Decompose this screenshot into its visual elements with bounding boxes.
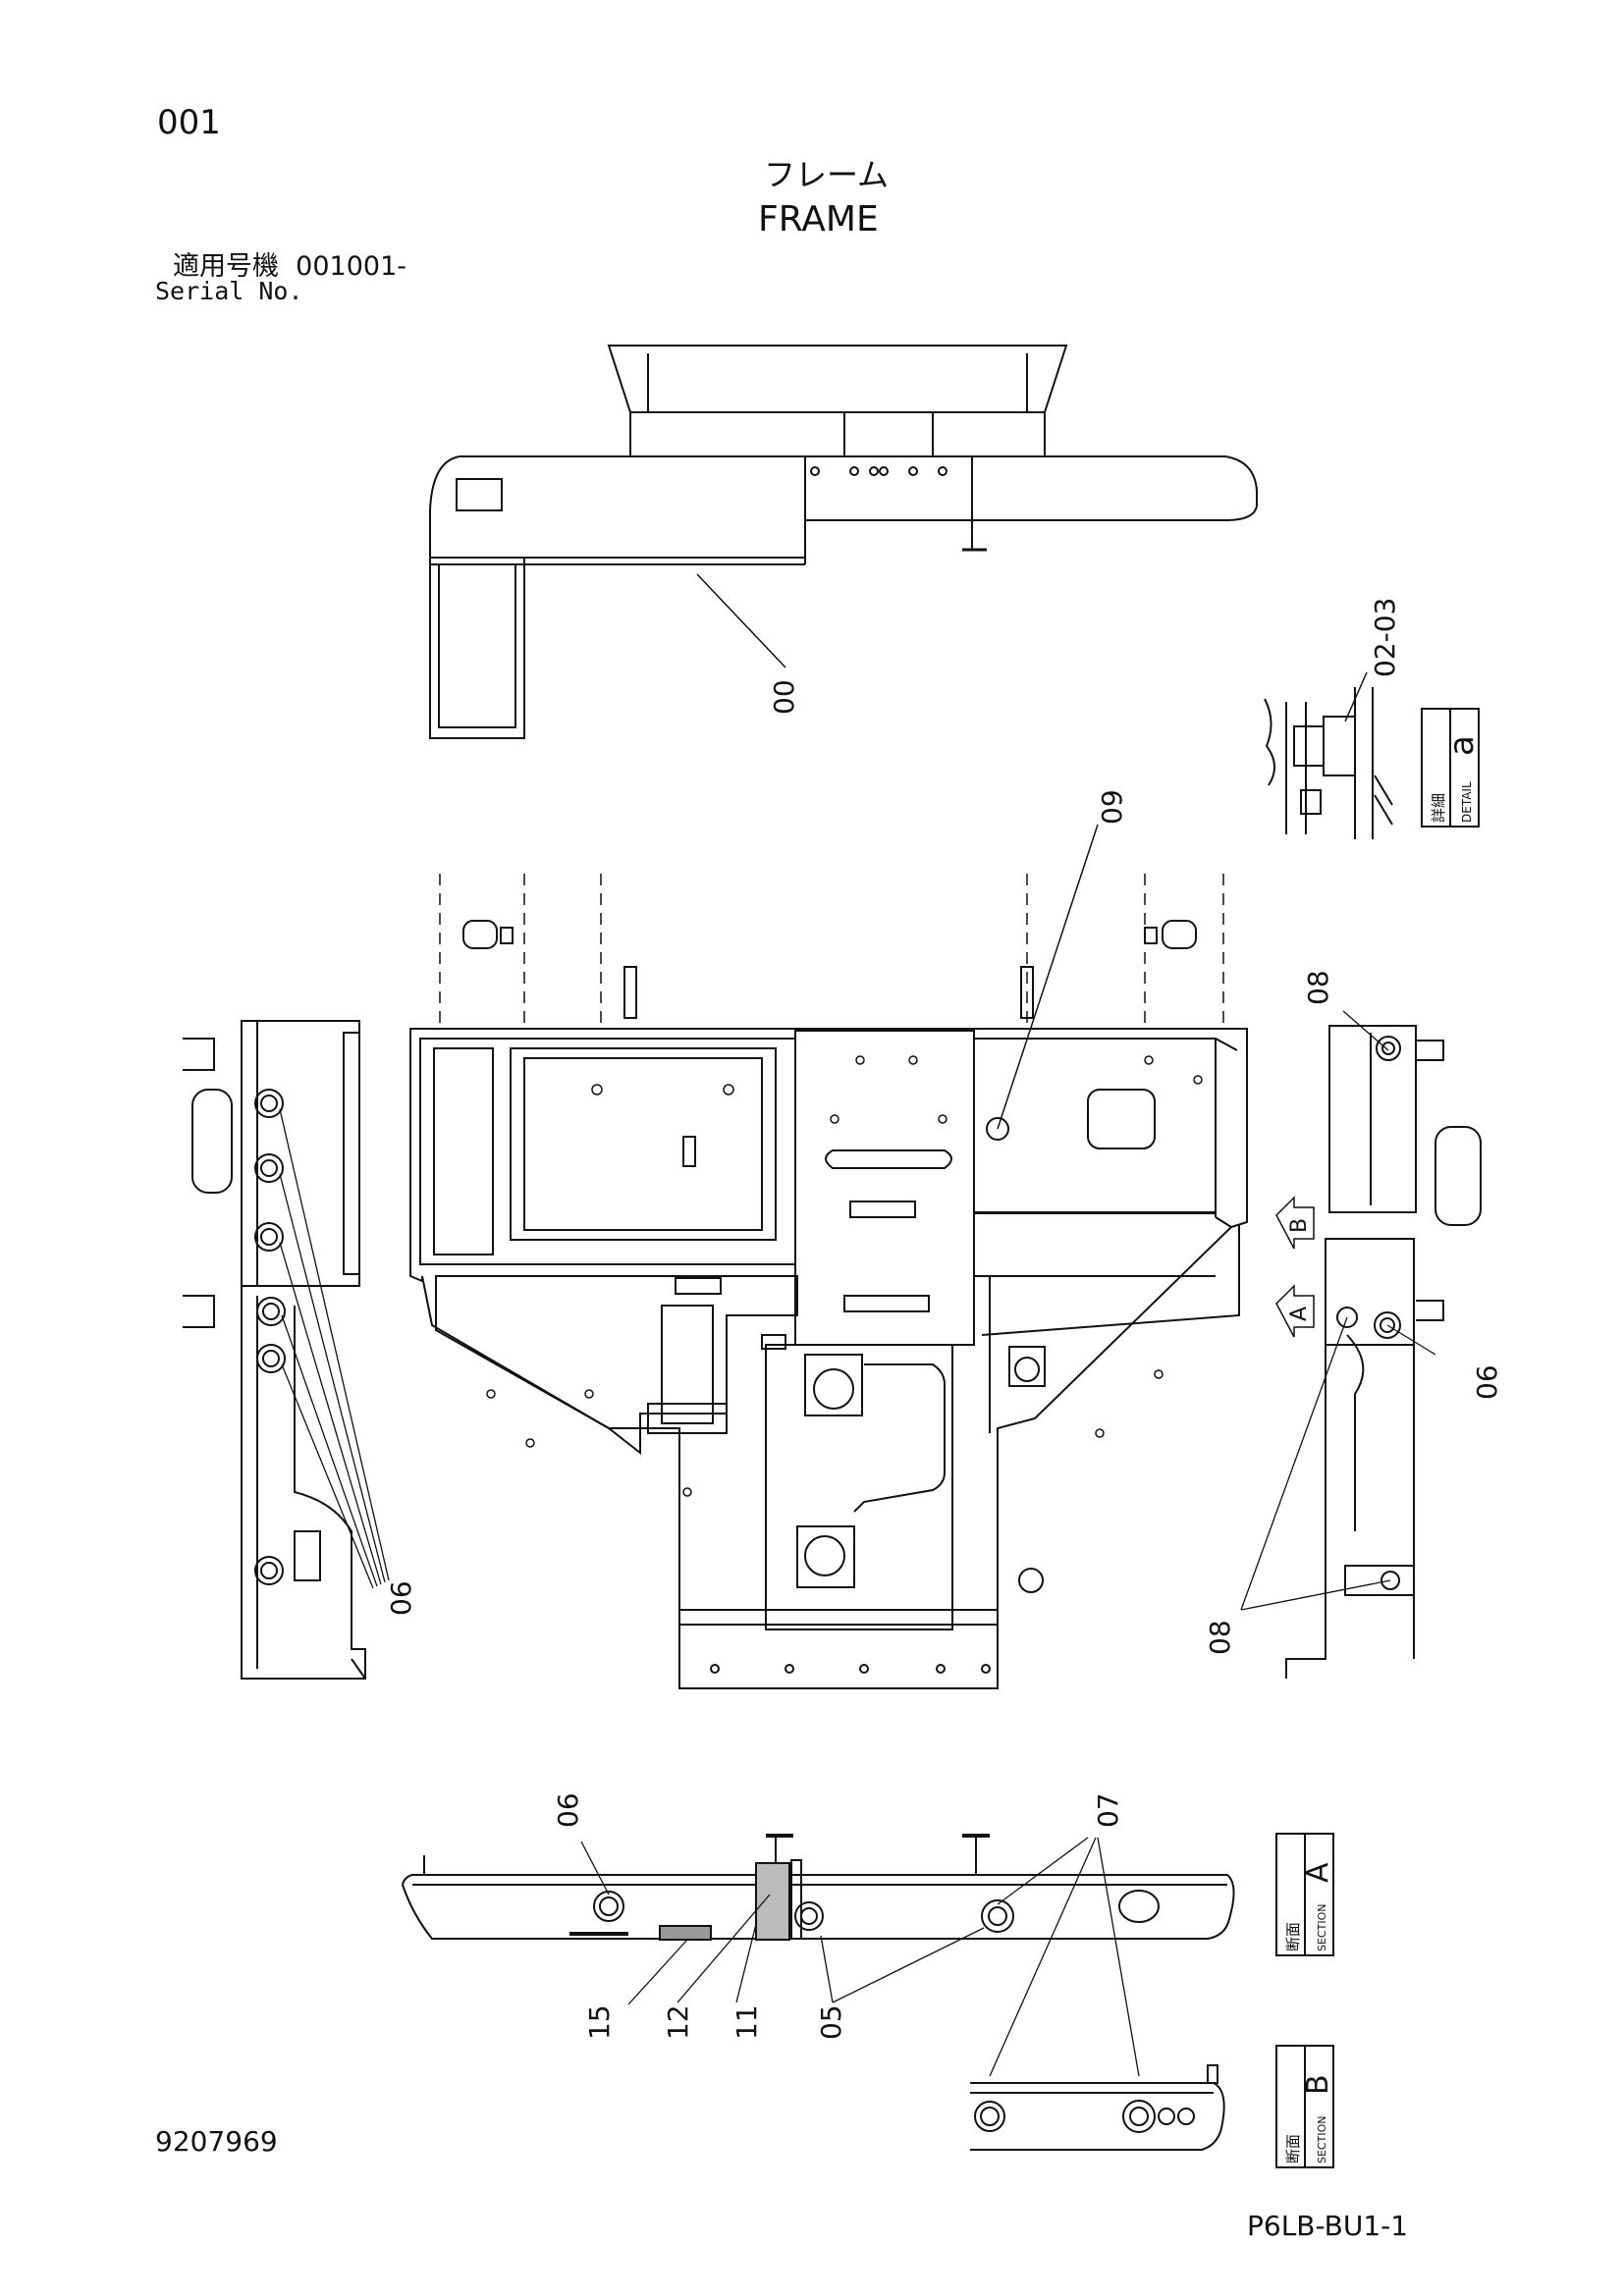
page-number: 001 xyxy=(157,103,221,142)
callout-00: 00 xyxy=(768,679,800,715)
serial-label-jp: 適用号機 xyxy=(173,251,279,282)
arrow-marker-b: B xyxy=(1287,1218,1312,1233)
section-b-box xyxy=(1275,2045,1334,2168)
callout-07: 07 xyxy=(1092,1792,1124,1828)
main-frame-plan-view xyxy=(409,824,1248,1689)
serial-label-english: Serial No. xyxy=(155,277,303,305)
top-cover-view xyxy=(429,345,1258,739)
sheet-code: P6LB-BU1-1 xyxy=(1247,2210,1409,2242)
callout-06-right: 06 xyxy=(1471,1364,1503,1400)
title-english: FRAME xyxy=(758,199,879,240)
section-a-label-jp: 断面 xyxy=(1284,1922,1302,1951)
detail-label-jp: 詳細 xyxy=(1430,793,1447,823)
section-a-view xyxy=(401,1834,1235,2077)
callout-08-bottom: 08 xyxy=(1204,1620,1236,1655)
left-side-view xyxy=(183,1020,390,1680)
callout-11: 11 xyxy=(731,2004,763,2040)
callout-05: 05 xyxy=(815,2004,847,2040)
callout-06-section: 06 xyxy=(552,1792,584,1828)
serial-value: 001001- xyxy=(296,251,406,282)
title-japanese: フレーム xyxy=(764,156,890,193)
callout-02-03: 02-03 xyxy=(1369,598,1401,677)
section-b-label-en: SECTION xyxy=(1316,2116,1328,2163)
section-b-view xyxy=(970,2064,1225,2151)
section-b-label-jp: 断面 xyxy=(1284,2134,1302,2163)
callout-15: 15 xyxy=(583,2004,616,2040)
section-b-letter: B xyxy=(1301,2074,1335,2095)
detail-box xyxy=(1421,708,1480,828)
section-a-box xyxy=(1275,1833,1334,1956)
drawing-number: 9207969 xyxy=(155,2125,278,2158)
callout-08-top: 08 xyxy=(1302,970,1334,1005)
callout-12: 12 xyxy=(662,2004,694,2040)
serial-line-japanese: 適用号機 001001- xyxy=(173,253,406,280)
section-a-letter: A xyxy=(1301,1862,1335,1883)
arrow-marker-a: A xyxy=(1287,1307,1312,1321)
detail-label-en: DETAIL xyxy=(1460,781,1474,823)
detail-letter: a xyxy=(1442,735,1482,756)
callout-09: 09 xyxy=(1096,789,1128,825)
right-side-view xyxy=(1240,1010,1482,1679)
section-a-label-en: SECTION xyxy=(1316,1904,1328,1951)
callout-06-left: 06 xyxy=(385,1580,417,1616)
detail-a-view xyxy=(1264,671,1393,839)
